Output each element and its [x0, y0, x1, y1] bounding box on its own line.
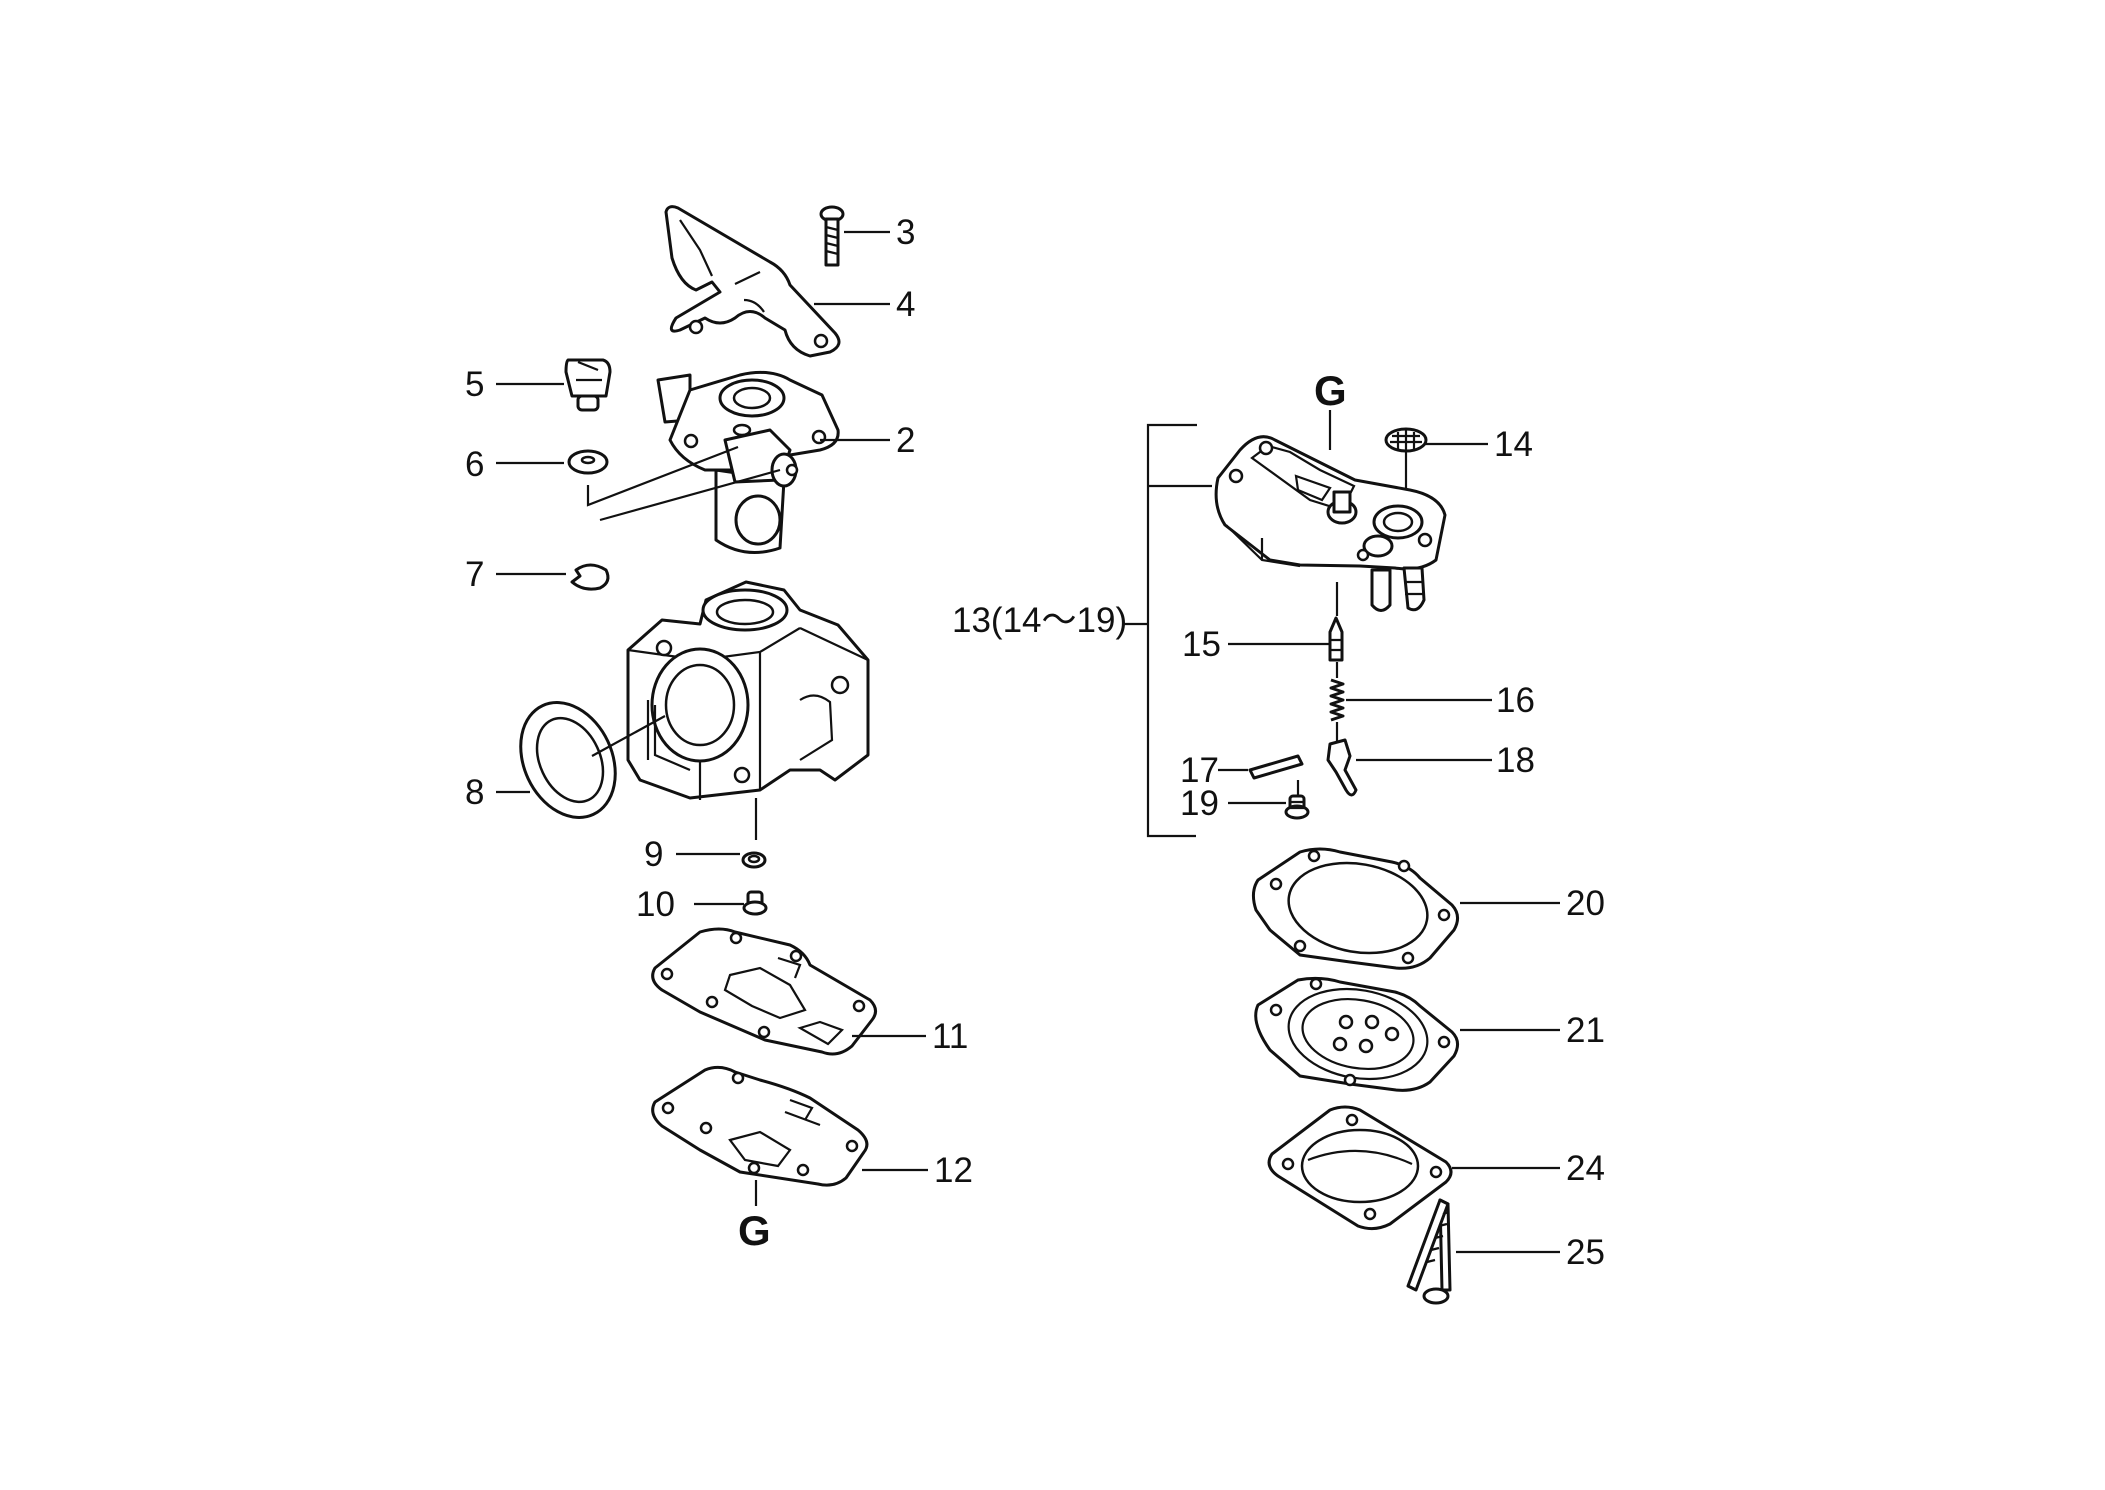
part-3-screw	[819, 205, 845, 267]
callout-label-10: 10	[636, 885, 675, 924]
part-12-diaphragm	[651, 1065, 869, 1187]
callout-leaders	[496, 230, 1560, 1254]
part-6-washer	[567, 449, 609, 475]
callout-label-20: 20	[1566, 884, 1605, 923]
part-9-o-ring	[741, 851, 767, 869]
part-17-pin	[1248, 754, 1304, 780]
part-10-screw	[742, 890, 768, 916]
part-5-plug	[564, 358, 612, 412]
callout-label-25: 25	[1566, 1233, 1605, 1272]
callout-label-9: 9	[644, 835, 663, 874]
callout-label-24: 24	[1566, 1149, 1605, 1188]
part-11-gasket	[651, 927, 877, 1056]
marker-g-top: G	[1314, 367, 1347, 414]
part-2-throttle-body	[656, 370, 840, 554]
callout-label-11: 11	[932, 1017, 968, 1056]
part-21-diaphragm	[1254, 976, 1459, 1092]
callout-label-4: 4	[896, 285, 915, 324]
part-14-filter-screen	[1384, 427, 1428, 453]
callout-label-21: 21	[1566, 1011, 1605, 1050]
callout-label-2: 2	[896, 421, 915, 460]
part-24-cover	[1267, 1105, 1453, 1231]
callout-label-13: 13(14～19)	[952, 601, 1127, 640]
part-25-bolt	[1406, 1198, 1452, 1305]
assembly-bracket-13	[1146, 423, 1212, 838]
part-20-gasket	[1251, 847, 1459, 970]
callout-labels: 3 4 5 6 2 7 8 9 10 11 12 G G 14 13(14～19…	[465, 213, 1605, 1272]
callout-label-15: 15	[1182, 625, 1221, 664]
callout-label-18: 18	[1496, 741, 1535, 780]
part-8-seal	[519, 701, 617, 819]
callout-label-7: 7	[465, 555, 484, 594]
callout-label-6: 6	[465, 445, 484, 484]
part-18-lever	[1326, 738, 1358, 797]
carburetor-main-body	[626, 580, 870, 800]
part-15-needle	[1328, 616, 1344, 662]
callout-label-12: 12	[934, 1151, 973, 1190]
part-4-bracket	[664, 205, 841, 358]
marker-g-bottom: G	[738, 1207, 771, 1254]
callout-label-8: 8	[465, 773, 484, 812]
callout-label-19: 19	[1180, 784, 1219, 823]
part-19-screw	[1284, 794, 1310, 820]
callout-label-16: 16	[1496, 681, 1535, 720]
callout-label-3: 3	[896, 213, 915, 252]
part-13-pump-body	[1214, 435, 1447, 612]
callout-label-5: 5	[465, 365, 484, 404]
part-16-spring	[1329, 662, 1345, 722]
part-7-e-clip	[570, 563, 610, 591]
callout-label-17: 17	[1180, 751, 1219, 790]
callout-label-14: 14	[1494, 425, 1533, 464]
